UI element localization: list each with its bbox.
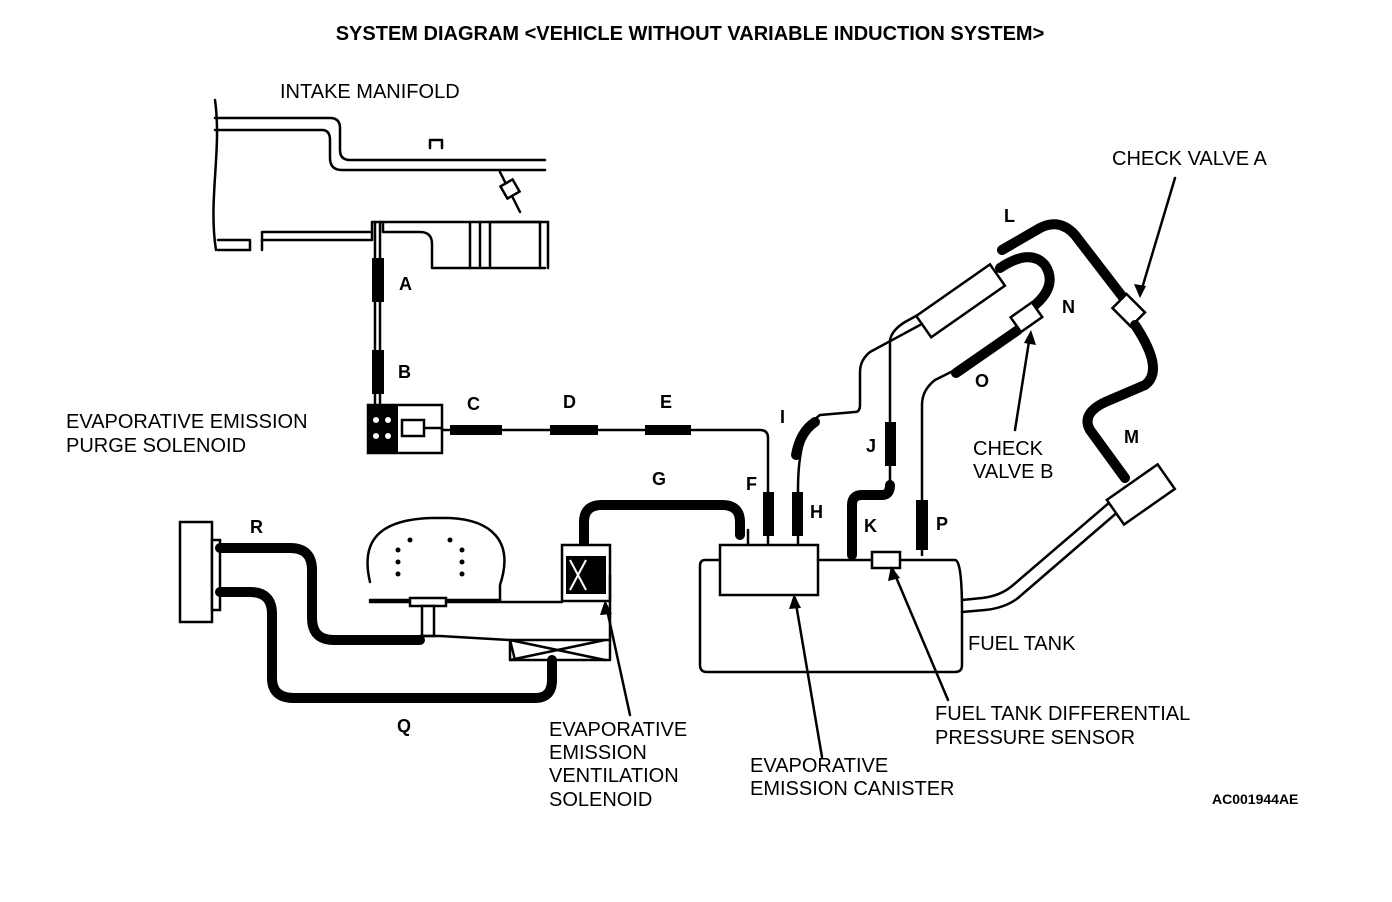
- hose-label-b: B: [398, 362, 411, 382]
- canister-label-1: EVAPORATIVE: [750, 755, 888, 777]
- purge-solenoid-label-2: PURGE SOLENOID: [66, 435, 246, 457]
- ventilation-solenoid: [560, 543, 612, 603]
- intake-manifold-label: INTAKE MANIFOLD: [280, 81, 460, 103]
- hose-f: [763, 492, 774, 536]
- pressure-sensor-label-1: FUEL TANK DIFFERENTIAL: [935, 703, 1190, 725]
- hose-h: [792, 492, 803, 536]
- hose-label-j: J: [866, 436, 876, 456]
- intake-manifold: [212, 98, 550, 270]
- hose-a: [372, 258, 384, 302]
- hose-label-g: G: [652, 469, 666, 489]
- pressure-sensor: [870, 550, 902, 570]
- ventilation-solenoid-label-4: SOLENOID: [549, 789, 652, 811]
- purge-solenoid-label-1: EVAPORATIVE EMISSION: [66, 411, 308, 433]
- ventilation-solenoid-label-3: VENTILATION: [549, 765, 679, 787]
- hose-label-f: F: [746, 474, 757, 494]
- hose-label-m: M: [1124, 427, 1139, 447]
- hose-e: [645, 425, 691, 435]
- hose-label-a: A: [399, 274, 412, 294]
- hose-label-l: L: [1004, 206, 1015, 226]
- evap-canister: [718, 543, 820, 597]
- check-valve-b-label-2: VALVE B: [973, 461, 1053, 483]
- pressure-sensor-label-2: PRESSURE SENSOR: [935, 727, 1135, 749]
- hose-label-h: H: [810, 502, 823, 522]
- hose-label-c: C: [467, 394, 480, 414]
- fuel-tank-label: FUEL TANK: [968, 633, 1076, 655]
- hose-label-i: I: [780, 407, 785, 427]
- check-valve-b-label-1: CHECK: [973, 438, 1044, 460]
- canister-label-2: EMISSION CANISTER: [750, 778, 954, 800]
- hose-label-d: D: [563, 392, 576, 412]
- hose-d: [550, 425, 598, 435]
- check-valve-a-label: CHECK VALVE A: [1112, 148, 1268, 170]
- ventilation-solenoid-label-1: EVAPORATIVE: [549, 719, 687, 741]
- hose-label-r: R: [250, 517, 263, 537]
- hose-label-e: E: [660, 392, 672, 412]
- ventilation-solenoid-label-2: EMISSION: [549, 742, 647, 764]
- hose-b: [372, 350, 384, 394]
- hose-label-q: Q: [397, 716, 411, 736]
- hose-c: [450, 425, 502, 435]
- diagram-title: SYSTEM DIAGRAM <VEHICLE WITHOUT VARIABLE…: [336, 23, 1045, 45]
- hose-label-k: K: [864, 516, 877, 536]
- hose-p: [916, 500, 928, 550]
- hose-j: [885, 422, 896, 466]
- hose-label-n: N: [1062, 297, 1075, 317]
- hose-label-p: P: [936, 514, 948, 534]
- figure-code: AC001944AE: [1212, 791, 1298, 807]
- hose-label-o: O: [975, 371, 989, 391]
- purge-solenoid: [366, 403, 444, 455]
